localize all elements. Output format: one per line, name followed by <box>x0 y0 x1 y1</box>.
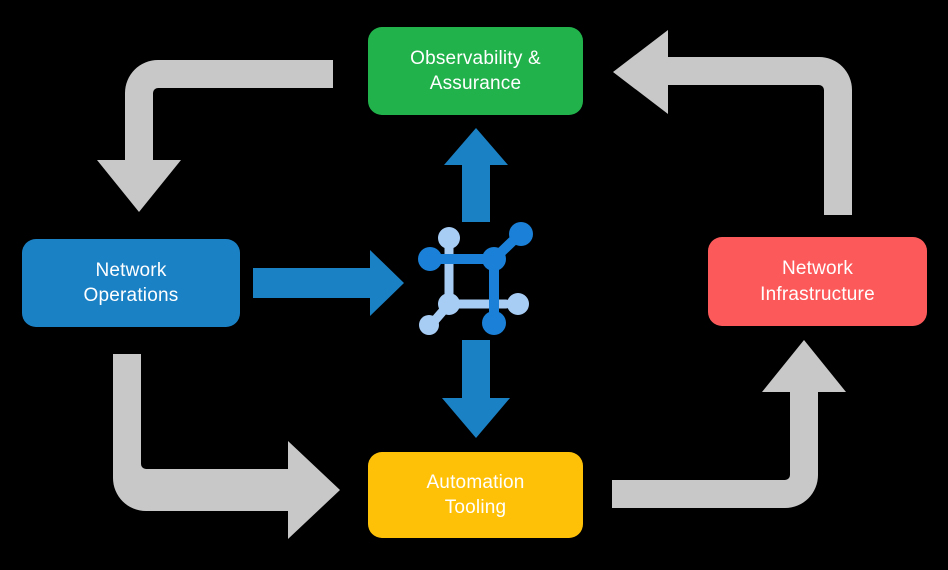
connector-center-to-observability <box>444 128 508 222</box>
node-network-infrastructure[interactable]: Network Infrastructure <box>708 237 927 326</box>
node-automation-tooling[interactable]: Automation Tooling <box>368 452 583 538</box>
connector-ops-to-center <box>253 250 404 316</box>
network-nodes-secondary <box>419 227 529 335</box>
connector-infrastructure-to-observability <box>613 30 852 215</box>
node-network-operations[interactable]: Network Operations <box>22 239 240 327</box>
network-topology-icon <box>418 222 533 335</box>
connector-observability-to-ops <box>97 60 333 212</box>
connector-ops-to-automation <box>113 354 340 539</box>
connector-automation-to-infrastructure <box>612 340 846 508</box>
node-observability-assurance[interactable]: Observability & Assurance <box>368 27 583 115</box>
network-nodes-primary <box>418 222 533 335</box>
connector-center-to-automation <box>442 340 510 438</box>
